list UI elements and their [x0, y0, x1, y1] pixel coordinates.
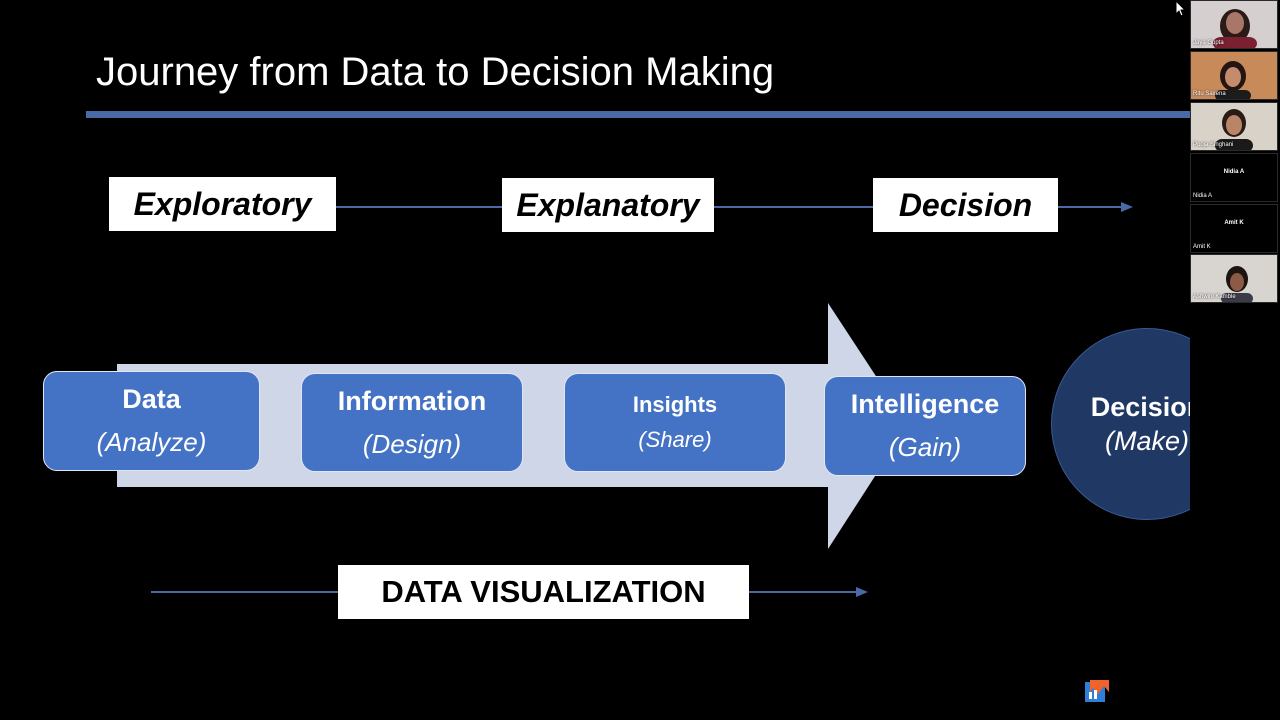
step-information-title: Information	[337, 385, 487, 416]
participant-tile[interactable]: Nidia A Nidia A	[1190, 153, 1278, 202]
app-logo-icon	[1085, 680, 1109, 702]
step-insights-title: Insights	[632, 391, 718, 417]
step-intelligence: Intelligence (Gain)	[824, 376, 1026, 476]
step-insights-subtitle: (Share)	[638, 426, 712, 452]
participant-video	[1191, 255, 1277, 302]
participant-center-name: Amit K	[1224, 220, 1244, 226]
visualization-arrowhead	[856, 587, 868, 597]
step-data: Data (Analyze)	[43, 371, 260, 471]
stage-timeline-line	[336, 206, 1122, 208]
participant-center-name: Nidia A	[1223, 169, 1245, 175]
participant-video	[1191, 103, 1277, 150]
step-intelligence-subtitle: (Gain)	[888, 432, 962, 462]
participant-tile[interactable]: Jaya Gupta	[1190, 0, 1278, 49]
stage-exploratory: Exploratory	[109, 177, 336, 231]
mouse-cursor-icon	[1175, 0, 1187, 17]
participant-name: Jaya Gupta	[1193, 40, 1224, 46]
participant-tile[interactable]: Ashwini Kamble	[1190, 254, 1278, 303]
participant-gallery: Jaya Gupta Ritu Saxena Pooja Singhani Ni…	[1190, 0, 1280, 720]
stage-explanatory: Explanatory	[502, 178, 714, 232]
slide-title: Journey from Data to Decision Making	[96, 50, 775, 94]
participant-name: Ashwini Kamble	[1193, 294, 1236, 300]
participant-tile[interactable]: Ritu Saxena	[1190, 51, 1278, 100]
step-information: Information (Design)	[301, 373, 523, 472]
participant-name: Pooja Singhani	[1193, 142, 1234, 148]
participant-name: Amit K	[1193, 244, 1211, 250]
participant-name: Nidia A	[1193, 193, 1213, 199]
participant-video	[1191, 1, 1277, 48]
participant-tile[interactable]: Amit K Amit K	[1190, 204, 1278, 253]
step-data-title: Data	[122, 384, 181, 414]
data-visualization-label: DATA VISUALIZATION	[338, 565, 749, 619]
step-information-subtitle: (Design)	[362, 428, 462, 459]
participant-name: Ritu Saxena	[1193, 91, 1226, 97]
step-data-subtitle: (Analyze)	[96, 427, 207, 457]
decision-subtitle: (Make)	[1104, 426, 1189, 456]
title-divider	[86, 111, 1190, 118]
step-intelligence-title: Intelligence	[850, 389, 1000, 419]
presentation-slide: Journey from Data to Decision Making Exp…	[43, 50, 1243, 702]
participant-video	[1191, 52, 1277, 99]
decision-title: Decision	[1090, 392, 1204, 422]
stage-timeline-arrowhead	[1121, 202, 1133, 212]
stage-decision: Decision	[873, 178, 1058, 232]
participant-tile[interactable]: Pooja Singhani	[1190, 102, 1278, 151]
step-insights: Insights (Share)	[564, 373, 786, 472]
